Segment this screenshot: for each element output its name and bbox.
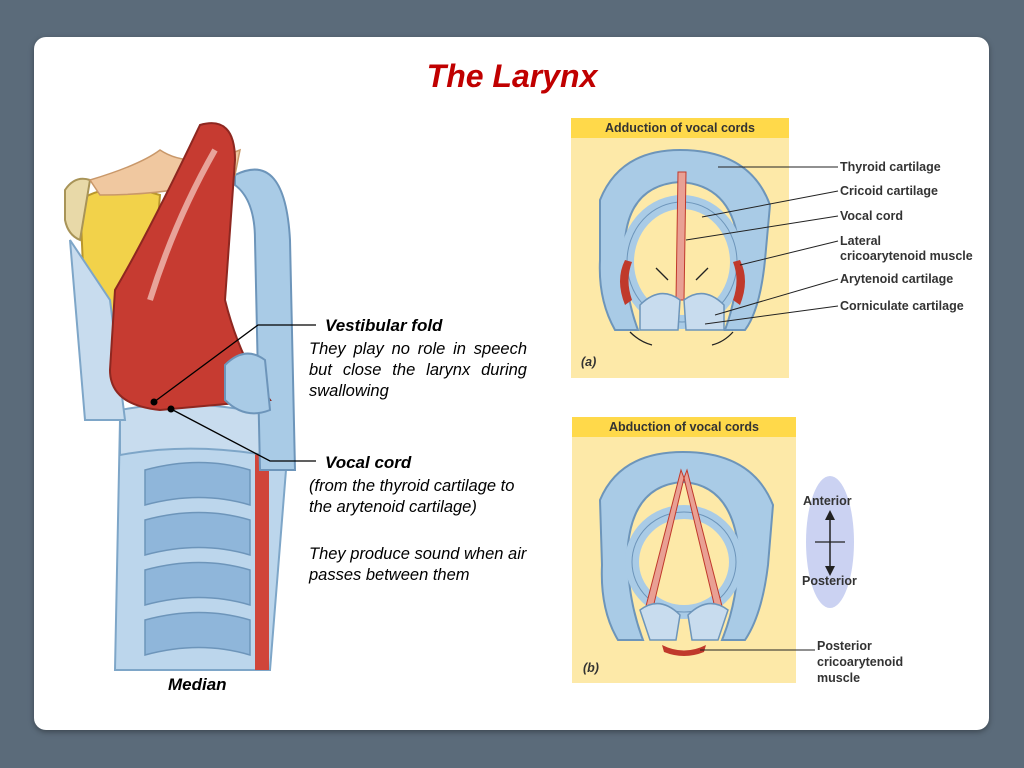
label-posterior-line2: cricoarytenoid: [817, 655, 904, 669]
vestibular-fold-description: They play no role in speech but close th…: [309, 340, 527, 400]
label-posterior-line1: Posterior: [817, 639, 872, 653]
label-vocal-cord: Vocal cord: [840, 209, 903, 223]
orientation-anterior: Anterior: [803, 494, 852, 508]
label-cricoid-cartilage: Cricoid cartilage: [840, 184, 938, 198]
panel-a-title: Adduction of vocal cords: [571, 118, 789, 138]
label-arytenoid-cartilage: Arytenoid cartilage: [840, 272, 954, 286]
vocal-cord-detail: (from the thyroid cartilage to the aryte…: [309, 477, 515, 516]
vocal-cord-description: They produce sound when air passes betwe…: [309, 545, 527, 584]
median-caption: Median: [168, 675, 227, 694]
panel-a-letter: (a): [581, 355, 597, 369]
panel-b-letter: (b): [583, 661, 599, 675]
label-corniculate-cartilage: Corniculate cartilage: [840, 299, 964, 313]
label-posterior-line3: muscle: [817, 671, 861, 685]
orientation-posterior: Posterior: [802, 574, 857, 588]
label-lateral-line2: cricoarytenoid muscle: [840, 249, 973, 263]
label-lateral-line1: Lateral: [840, 234, 881, 248]
page-title: The Larynx: [426, 58, 598, 94]
vestibular-fold-heading: Vestibular fold: [325, 316, 443, 335]
vocal-cord-heading: Vocal cord: [325, 453, 412, 472]
panel-b-title: Abduction of vocal cords: [572, 417, 796, 437]
label-thyroid-cartilage: Thyroid cartilage: [840, 160, 941, 174]
